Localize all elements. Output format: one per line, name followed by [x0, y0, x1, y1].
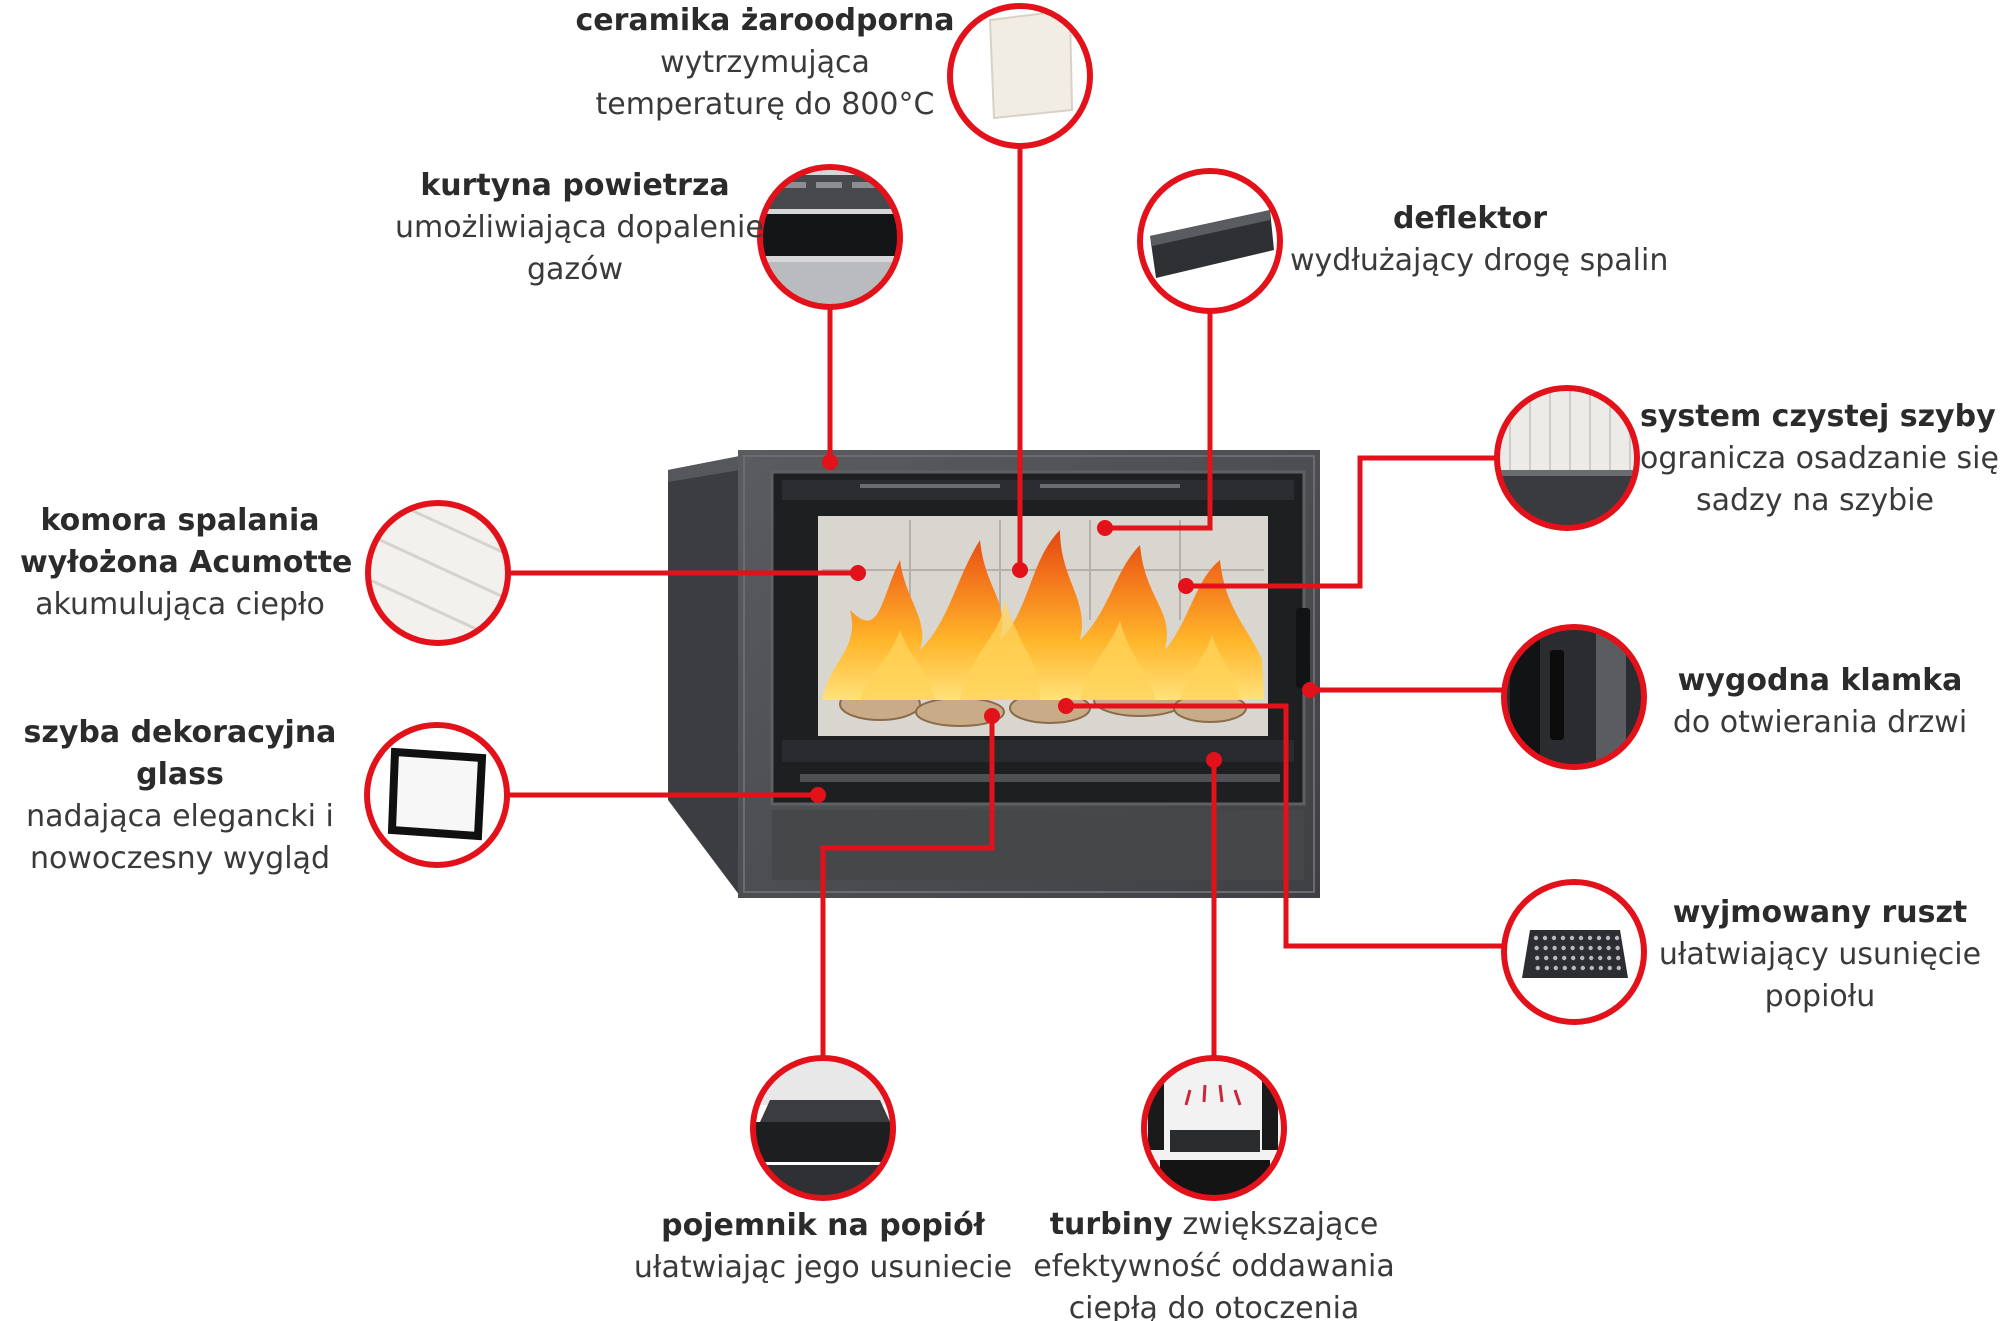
label-szyba-desc-1: nadająca elegancki i: [26, 799, 334, 834]
glass-pane-icon: [364, 722, 510, 868]
label-ceramika-desc-2: temperaturę do 800°C: [595, 87, 935, 122]
label-system-desc-1: ogranicza osadzanie się: [1640, 441, 1999, 476]
label-turbiny-title: turbiny: [1049, 1207, 1173, 1242]
label-szyba: szyba dekoracyjna glass nadająca eleganc…: [20, 712, 340, 880]
label-kurtyna-desc-2: gazów: [526, 252, 624, 287]
connector-deflektor: [1105, 311, 1213, 531]
fireplace-handle: [1296, 608, 1310, 688]
label-komora-desc-1: akumulująca ciepło: [35, 587, 325, 622]
label-ceramika-desc-1: wytrzymująca: [660, 45, 870, 80]
label-ceramika-title: ceramika żaroodporna: [575, 3, 955, 38]
deflector-icon: [1137, 168, 1283, 314]
ceramic-panel-icon: [947, 3, 1093, 149]
fireplace-insert: [668, 450, 1320, 898]
clean-glass-icon: [1494, 385, 1640, 531]
turbine-icon: [1141, 1055, 1287, 1201]
ash-pan-icon: [750, 1055, 896, 1201]
air-curtain-icon: [757, 164, 903, 310]
connector-ruszt: [1066, 703, 1504, 949]
acumotte-lining-icon: [365, 500, 511, 646]
label-deflektor: deflektor wydłużający drogę spalin: [1290, 198, 1669, 282]
label-szyba-title-2: glass: [136, 757, 224, 792]
label-turbiny: turbiny zwiększające efektywność oddawan…: [1024, 1204, 1404, 1321]
label-kurtyna-title: kurtyna powietrza: [420, 168, 730, 203]
grate-icon: [1501, 879, 1647, 1025]
label-system-title: system czystej szyby: [1640, 399, 1996, 434]
label-deflektor-desc-1: wydłużający drogę spalin: [1290, 243, 1669, 278]
label-ruszt-desc-2: popiołu: [1764, 979, 1876, 1014]
label-deflektor-title: deflektor: [1392, 201, 1548, 236]
label-system-desc-2: sadzy na szybie: [1696, 483, 1934, 518]
door-handle-icon: [1501, 624, 1647, 770]
label-turbiny-desc-1: efektywność oddawania: [1033, 1249, 1395, 1284]
label-komora: komora spalania wyłożona Acumotte akumul…: [20, 500, 353, 626]
label-szyba-title-1: szyba dekoracyjna: [23, 715, 337, 750]
label-pojemnik-title: pojemnik na popiół: [661, 1208, 985, 1243]
label-szyba-desc-2: nowoczesny wygląd: [30, 841, 330, 876]
label-ruszt-desc-1: ułatwiający usunięcie: [1658, 937, 1982, 972]
label-komora-title-2: wyłożona Acumotte: [20, 545, 353, 580]
connector-lines: [507, 146, 1504, 1058]
label-pojemnik: pojemnik na popiół ułatwiając jego usuni…: [618, 1205, 1028, 1289]
label-komora-title-1: komora spalania: [40, 503, 320, 538]
connector-pojemnik: [820, 716, 995, 1058]
label-klamka-desc-1: do otwierania drzwi: [1672, 705, 1968, 740]
label-kurtyna: kurtyna powietrza umożliwiająca dopaleni…: [395, 165, 764, 291]
label-kurtyna-desc-1: umożliwiająca dopalenie: [395, 210, 764, 245]
label-ruszt: wyjmowany ruszt ułatwiający usunięcie po…: [1650, 892, 1990, 1018]
label-system: system czystej szyby ogranicza osadzanie…: [1640, 396, 1999, 522]
label-klamka-title: wygodna klamka: [1677, 663, 1963, 698]
connector-endpoints: [810, 454, 1318, 803]
label-pojemnik-desc-1: ułatwiając jego usuniecie: [633, 1250, 1013, 1285]
label-ruszt-title: wyjmowany ruszt: [1672, 895, 1968, 930]
label-turbiny-desc-2: ciepłą do otoczenia: [1068, 1291, 1360, 1321]
label-turbiny-title-suffix: zwiększające: [1172, 1207, 1379, 1242]
fireplace-side-body: [668, 456, 740, 896]
connector-system: [1186, 455, 1497, 589]
label-ceramika: ceramika żaroodporna wytrzymująca temper…: [560, 0, 970, 126]
label-klamka: wygodna klamka do otwierania drzwi: [1650, 660, 1990, 744]
flames: [822, 530, 1264, 700]
